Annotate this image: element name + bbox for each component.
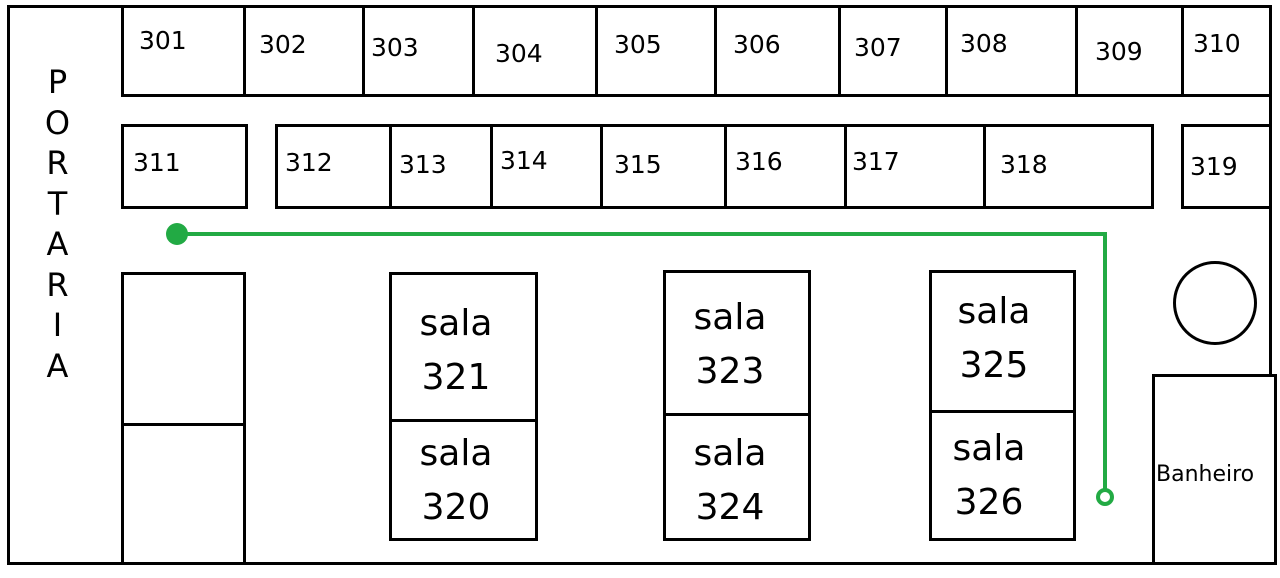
sala-word: sala — [419, 303, 493, 344]
portaria-letter: P — [47, 63, 68, 101]
room-number: 304 — [495, 39, 543, 68]
sala-number: 326 — [954, 482, 1024, 523]
room-number: 310 — [1193, 29, 1241, 58]
room-number: 301 — [139, 26, 187, 55]
unlabeled-room-lower — [121, 423, 246, 565]
room-302 — [243, 5, 365, 97]
room-304 — [472, 5, 598, 97]
sala-325-label: sala 325 — [924, 285, 1064, 393]
route-line — [177, 232, 1107, 497]
sala-326-label: sala 326 — [919, 422, 1059, 530]
room-number: 306 — [733, 30, 781, 59]
room-number: 313 — [399, 150, 447, 179]
portaria-letter: T — [47, 184, 68, 223]
sala-321-room — [389, 272, 538, 424]
sala-number: 325 — [959, 345, 1029, 386]
sala-word: sala — [693, 433, 767, 474]
room-number: 305 — [614, 30, 662, 59]
circle-fixture — [1173, 261, 1257, 345]
room-316 — [724, 124, 847, 209]
sala-word: sala — [957, 291, 1031, 332]
sala-word: sala — [419, 433, 493, 474]
room-319 — [1181, 124, 1272, 209]
sala-number: 320 — [421, 487, 491, 528]
room-306 — [714, 5, 841, 97]
room-311 — [121, 124, 248, 209]
route-start-dot — [166, 223, 188, 245]
room-number: 309 — [1095, 37, 1143, 66]
portaria-letter: A — [46, 225, 69, 263]
sala-number: 324 — [695, 487, 765, 528]
route-end-ring — [1096, 488, 1114, 506]
room-number: 317 — [852, 147, 900, 176]
room-number: 312 — [285, 148, 333, 177]
banheiro-label: Banheiro — [1156, 462, 1255, 487]
room-number: 311 — [133, 148, 181, 177]
sala-320-room — [389, 419, 538, 541]
portaria-letter: I — [52, 306, 63, 344]
room-310 — [1181, 5, 1272, 97]
room-308 — [945, 5, 1078, 97]
room-number: 308 — [960, 29, 1008, 58]
sala-323-label: sala 323 — [660, 291, 800, 399]
sala-324-room — [663, 413, 811, 541]
room-309 — [1075, 5, 1184, 97]
sala-number: 321 — [421, 357, 491, 398]
portaria-letter: A — [46, 346, 69, 385]
banheiro-room — [1152, 374, 1277, 565]
room-317 — [844, 124, 986, 209]
room-number: 316 — [735, 147, 783, 176]
sala-word: sala — [952, 428, 1026, 469]
room-number: 315 — [614, 150, 662, 179]
sala-326-room — [929, 410, 1076, 541]
room-number: 307 — [854, 33, 902, 62]
room-318 — [983, 124, 1154, 209]
room-number: 319 — [1190, 152, 1238, 181]
room-303 — [362, 5, 475, 97]
portaria-letter: R — [46, 144, 69, 182]
room-number: 302 — [259, 30, 307, 59]
sala-320-label: sala 320 — [386, 427, 526, 535]
sala-324-label: sala 324 — [660, 427, 800, 535]
sala-word: sala — [693, 297, 767, 338]
portaria-letter: O — [44, 103, 71, 142]
unlabeled-room-upper — [121, 272, 246, 426]
room-307 — [838, 5, 948, 97]
portaria-letter: R — [46, 265, 69, 304]
room-number: 314 — [500, 146, 548, 175]
portaria-label: P O R T A R I A — [30, 62, 85, 386]
room-312 — [275, 124, 392, 209]
sala-number: 323 — [695, 351, 765, 392]
room-number: 318 — [1000, 150, 1048, 179]
room-number: 303 — [371, 33, 419, 62]
room-305 — [595, 5, 717, 97]
sala-321-label: sala 321 — [386, 297, 526, 405]
